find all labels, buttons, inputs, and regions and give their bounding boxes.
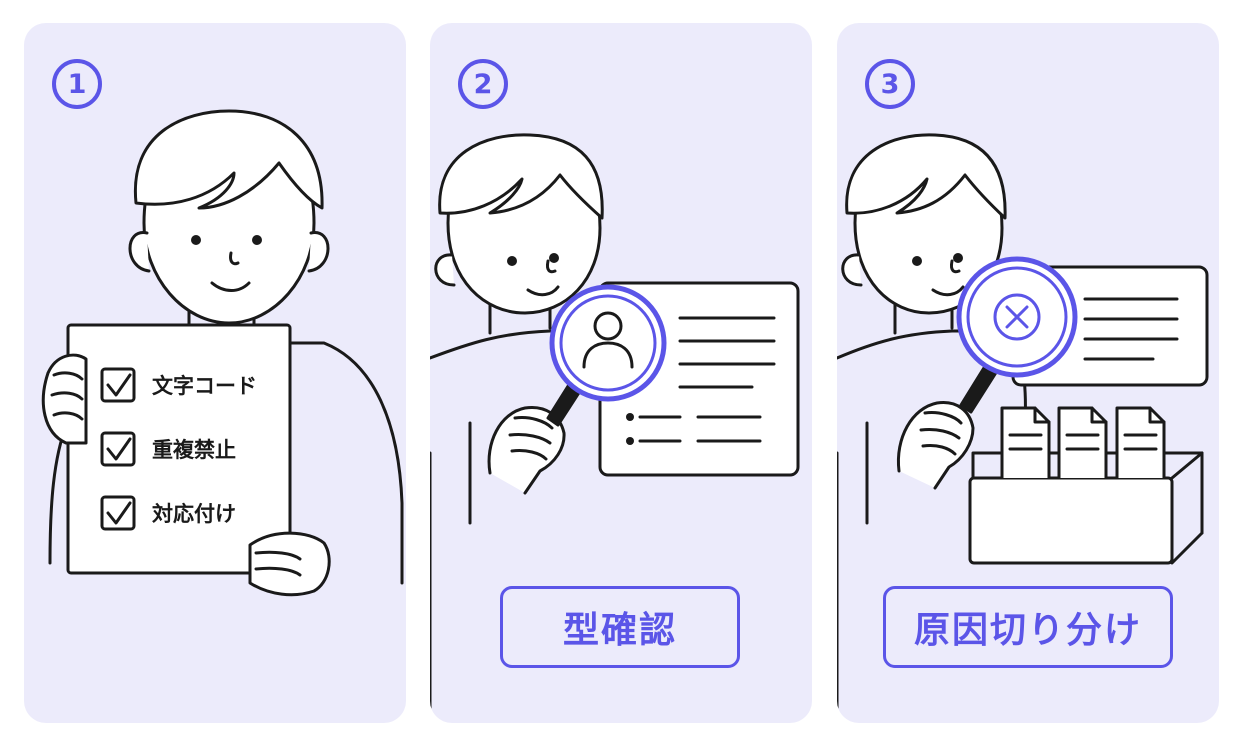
right-eye xyxy=(549,253,559,263)
step-number-badge: 2 xyxy=(458,59,508,109)
document-1 xyxy=(1000,406,1051,480)
checkbox-1 xyxy=(100,367,136,403)
right-eye xyxy=(953,253,963,263)
left-eye xyxy=(507,256,517,266)
card-text-lines xyxy=(678,316,776,389)
person-holding-checklist-illustration: 文字コード 重複禁止 対応付け xyxy=(41,109,404,597)
check-mark-1 xyxy=(106,373,132,397)
type-check-label: 型確認 xyxy=(500,586,740,668)
file-box xyxy=(968,476,1174,565)
user-icon xyxy=(582,311,634,369)
checklist-item-1: 文字コード xyxy=(152,374,257,398)
left-eye xyxy=(191,235,201,245)
person-inspecting-profile-illustration xyxy=(430,133,800,723)
left-hand xyxy=(41,353,88,445)
person-isolating-cause-illustration xyxy=(837,133,1209,723)
card-list-lines xyxy=(638,415,762,443)
step-number-badge: 3 xyxy=(865,59,915,109)
document-3 xyxy=(1115,406,1166,480)
step-2-panel: 2 xyxy=(430,23,812,723)
nose xyxy=(546,259,557,274)
hair xyxy=(438,133,604,220)
hair xyxy=(133,109,324,210)
list-bullet-1 xyxy=(626,413,634,421)
mouth xyxy=(526,285,560,297)
check-mark-3 xyxy=(106,501,132,525)
step-number-badge: 1 xyxy=(52,59,102,109)
mouth xyxy=(931,285,965,297)
mouth xyxy=(210,281,251,292)
right-ear xyxy=(307,231,330,273)
nose xyxy=(229,251,240,266)
left-ear xyxy=(128,231,151,273)
cause-isolation-label: 原因切り分け xyxy=(883,586,1173,668)
right-hand xyxy=(248,531,331,597)
checklist-item-2: 重複禁止 xyxy=(152,438,236,462)
error-icon xyxy=(993,293,1041,341)
checklist-item-3: 対応付け xyxy=(152,502,236,526)
report-text-lines xyxy=(1083,297,1179,361)
step-1-panel: 1 xyxy=(24,23,406,723)
left-ear xyxy=(434,253,456,287)
file-box-side xyxy=(1170,451,1204,565)
nose xyxy=(950,259,961,274)
document-2 xyxy=(1057,406,1108,480)
check-mark-2 xyxy=(106,437,132,461)
checkbox-2 xyxy=(100,431,136,467)
right-eye xyxy=(252,235,262,245)
error-cross xyxy=(1005,305,1029,329)
hair xyxy=(845,133,1007,220)
left-ear xyxy=(841,253,863,287)
checkbox-3 xyxy=(100,495,136,531)
left-eye xyxy=(912,256,922,266)
list-bullet-2 xyxy=(626,437,634,445)
step-3-panel: 3 xyxy=(837,23,1219,723)
